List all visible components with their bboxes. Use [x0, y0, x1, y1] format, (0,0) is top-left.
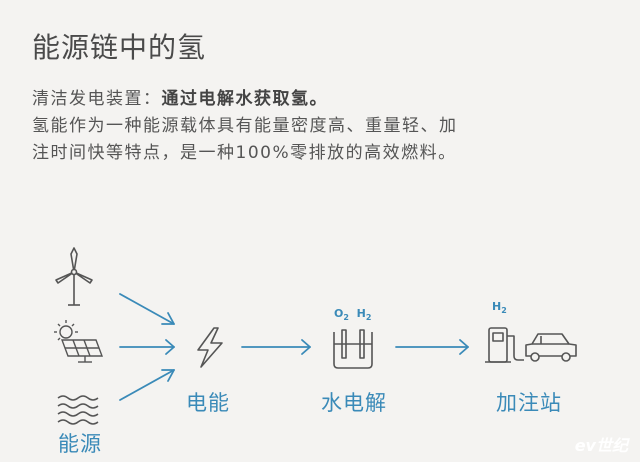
- description-highlight: 通过电解水获取氢。: [161, 89, 328, 109]
- sources-label: 能源: [58, 432, 102, 456]
- arrow-solar-to-electricity: [119, 339, 175, 355]
- wind-turbine-icon: [55, 247, 93, 306]
- station-formula: H2: [492, 300, 507, 316]
- arrow-wind-to-electricity: [119, 293, 175, 325]
- electrolysis-icon: [333, 329, 373, 369]
- description: 清洁发电装置：通过电解水获取氢。 氢能作为一种能源载体具有能量密度高、重量轻、加…: [32, 86, 622, 167]
- water-waves-icon: [57, 395, 99, 425]
- lightning-icon: [197, 327, 223, 368]
- fuel-station-icon: [485, 327, 524, 363]
- car-icon: [525, 333, 577, 362]
- arrow-electrolysis-to-station: [395, 339, 469, 355]
- watermark: ev世纪: [574, 436, 628, 455]
- arrow-water-to-electricity: [119, 369, 175, 401]
- electricity-label: 电能: [186, 391, 230, 415]
- description-line-3: 注时间快等特点，是一种100%零排放的高效燃料。: [32, 143, 457, 163]
- electrolysis-formula: O2 H2: [334, 307, 372, 323]
- page-title: 能源链中的氢: [32, 31, 207, 64]
- arrow-electricity-to-electrolysis: [241, 339, 311, 355]
- electrolysis-label: 水电解: [321, 391, 387, 415]
- refuel-station-label: 加注站: [496, 391, 562, 415]
- description-prefix: 清洁发电装置：: [32, 89, 162, 109]
- solar-panel-icon: [54, 320, 104, 363]
- description-line-1: 清洁发电装置：通过电解水获取氢。: [32, 86, 622, 113]
- description-line-2: 氢能作为一种能源载体具有能量密度高、重量轻、加: [32, 116, 458, 136]
